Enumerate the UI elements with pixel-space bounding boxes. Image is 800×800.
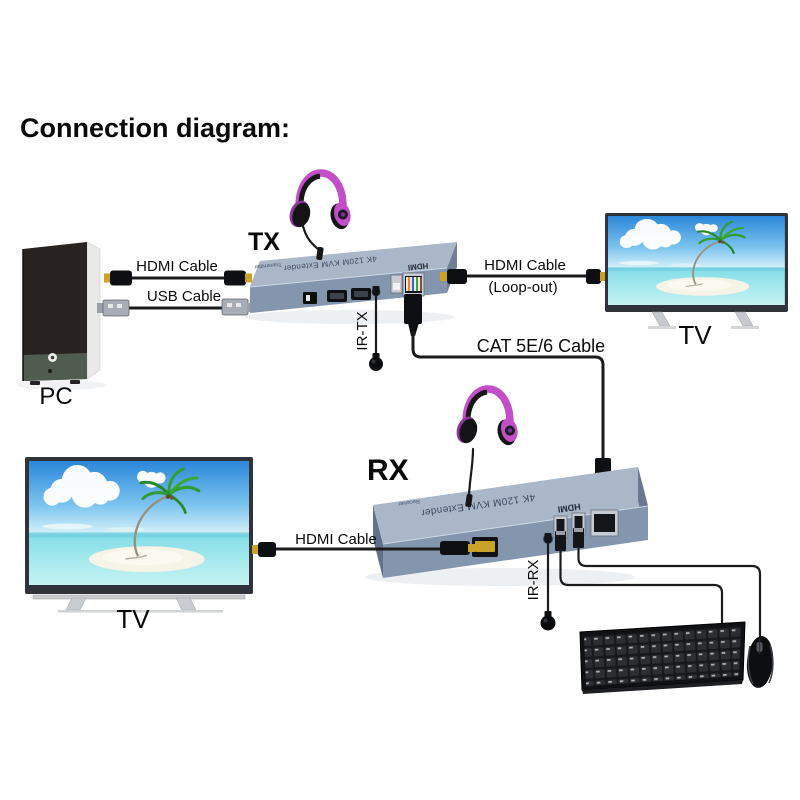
- cable-usb-mouse: [573, 528, 762, 640]
- cable-usb-keyboard: [555, 531, 724, 628]
- rx-label: RX: [367, 454, 409, 487]
- headphones-rx-icon: [453, 389, 520, 447]
- keyboard: [579, 621, 746, 694]
- label-ir-rx: IR-RX: [525, 560, 542, 601]
- headphone-cable-rx: [467, 447, 475, 497]
- cable-usb-pc-tx: [97, 298, 253, 317]
- hdmi-connector-icon: [586, 269, 606, 284]
- tx-side-print: Transmitter: [254, 261, 282, 270]
- rx-hdmi-logo: HDMI: [557, 501, 581, 514]
- label-usb-cable: USB Cable: [147, 288, 221, 305]
- rx-side-print: Receiver: [398, 498, 420, 507]
- hdmi-connector-icon: [440, 541, 475, 555]
- rx-unit: 4K 120M KVM Extender Receiver HDMI: [373, 467, 649, 578]
- label-cat-cable: CAT 5E/6 Cable: [477, 336, 605, 356]
- tx-ir-jack-icon: [371, 286, 381, 297]
- headphones-tx-icon: [286, 173, 353, 231]
- mouse: [746, 636, 774, 688]
- label-ir-tx: IR-TX: [354, 311, 371, 350]
- cable-hdmi-rx-tv: [252, 541, 475, 557]
- hdmi-connector-icon: [440, 269, 467, 284]
- tv-bottom-label: TV: [116, 604, 150, 634]
- tx-hdmi-port-icon: [351, 288, 371, 300]
- tx-power-switch-icon: [303, 292, 317, 304]
- rx-rj45-port-icon: [590, 509, 619, 537]
- headphone-plug-tx-icon: [316, 246, 324, 261]
- tv-bottom: [25, 457, 253, 613]
- rx-ir-jack-icon: [543, 533, 553, 544]
- ir-emitter-tx: [369, 294, 383, 371]
- hdmi-connector-icon: [224, 270, 252, 286]
- label-hdmi-cable-rx: HDMI Cable: [295, 531, 377, 548]
- ir-receiver-rx: [540, 541, 556, 631]
- tx-usb-port-icon: [390, 274, 403, 294]
- tv-top-label: TV: [678, 320, 712, 350]
- usb-connector-icon: [221, 298, 253, 316]
- hdmi-connector-icon: [252, 542, 276, 557]
- label-hdmi-loopout: HDMI Cable: [484, 257, 566, 274]
- tx-hdmi-logo: HDMI: [407, 261, 428, 272]
- headphone-plug-rx-icon: [465, 493, 473, 508]
- hdmi-connector-icon: [104, 270, 132, 286]
- label-hdmi-loopout-sub: (Loop-out): [488, 279, 557, 296]
- shadows: [17, 310, 635, 586]
- tx-label: TX: [248, 228, 280, 256]
- tv-top: [605, 213, 788, 329]
- label-hdmi-cable-pc: HDMI Cable: [136, 258, 218, 275]
- pc-tower: [22, 241, 101, 385]
- pc-label: PC: [39, 383, 72, 410]
- cable-hdmi-loopout: [440, 269, 606, 284]
- tx-hdmi-port-icon: [327, 290, 347, 302]
- page-title: Connection diagram:: [20, 113, 290, 143]
- usb-connector-icon: [97, 299, 130, 317]
- rx-hdmi-port-icon: [472, 537, 498, 557]
- tx-unit: 4K 120M KVM Extender Transmitter HDMI: [249, 242, 457, 313]
- cable-hdmi-pc-tx: [104, 270, 252, 286]
- tx-rj45-port-icon: [402, 272, 425, 297]
- headphone-cable-tx: [301, 224, 320, 251]
